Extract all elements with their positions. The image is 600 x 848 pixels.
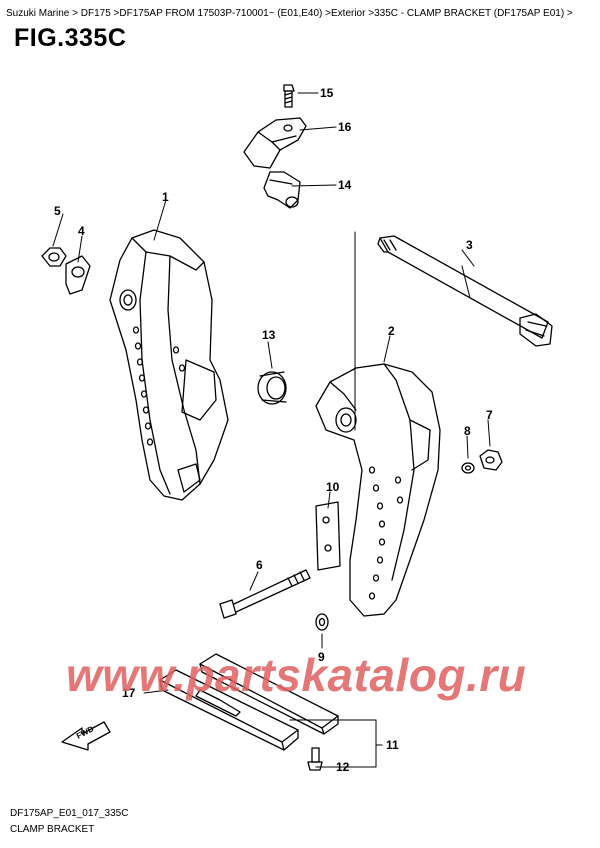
callout-11: 11 [386, 738, 399, 752]
callout-12: 12 [336, 760, 350, 774]
diagram-caption: CLAMP BRACKET [10, 824, 95, 835]
callout-10: 10 [326, 480, 340, 494]
figure-title: FIG.335C [14, 24, 127, 52]
callout-8: 8 [464, 424, 471, 438]
callout-17: 17 [122, 686, 136, 700]
watermark: www.partskatalog.ru [66, 649, 527, 701]
part-10-plate [315, 501, 341, 571]
callout-9: 9 [318, 650, 325, 664]
leader-lines [52, 92, 491, 768]
callout-16: 16 [338, 120, 352, 134]
callout-1: 1 [162, 190, 169, 204]
diagram-code: DF175AP_E01_017_335C [10, 808, 129, 819]
part-16-cover [243, 117, 307, 169]
callout-14: 14 [338, 178, 352, 192]
callout-7: 7 [486, 408, 493, 422]
callout-6: 6 [256, 558, 263, 572]
part-6-bolt [219, 569, 311, 619]
callout-3: 3 [466, 238, 473, 252]
part-3-shaft [377, 235, 553, 347]
part-4-washer [65, 255, 91, 295]
bracket-2-holes [368, 466, 404, 600]
part-8-washer [461, 462, 475, 474]
part-14-plate [263, 171, 301, 209]
part-1-clamp-bracket [109, 229, 229, 501]
fwd-arrow-icon [61, 721, 111, 751]
part-13-bushing [257, 371, 287, 405]
callout-2: 2 [388, 324, 395, 338]
callout-13: 13 [262, 328, 276, 342]
part-12-screw [307, 747, 323, 771]
callout-5: 5 [54, 204, 61, 218]
part-11-pad [199, 653, 339, 735]
breadcrumb: Suzuki Marine > DF175 >DF175AP FROM 1750… [6, 8, 573, 19]
callout-4: 4 [78, 224, 85, 238]
part-17-pad [159, 669, 299, 751]
part-15-bolt [283, 84, 295, 108]
callout-15: 15 [320, 86, 334, 100]
part-9-washer [315, 613, 329, 631]
part-2-clamp-bracket [315, 363, 441, 617]
part-7-nut [479, 449, 503, 471]
bracket-1-holes [132, 326, 186, 446]
part-5-nut [41, 247, 67, 267]
